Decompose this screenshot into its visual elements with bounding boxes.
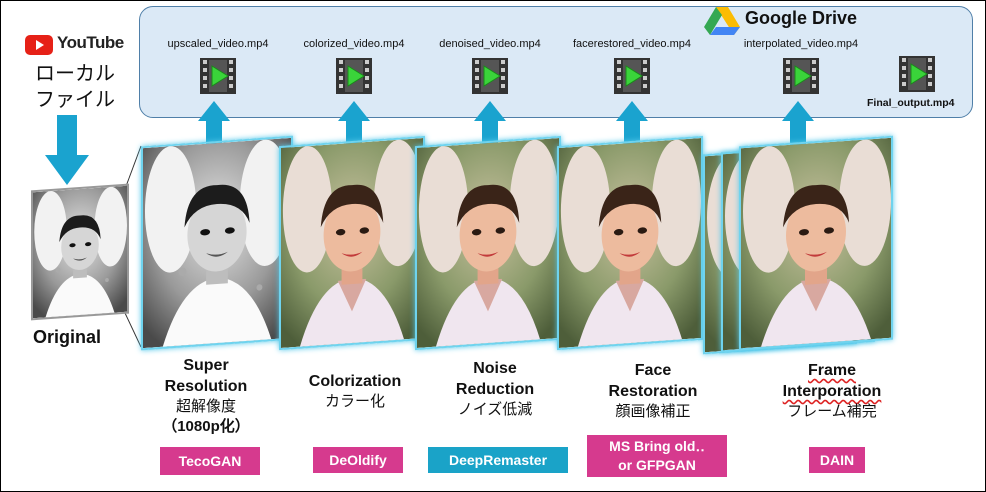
video-file-icon xyxy=(336,58,372,94)
tool-badge-deoldify: DeOldify xyxy=(313,447,403,473)
video-file-icon xyxy=(614,58,650,94)
local-file-text: ローカル ファイル xyxy=(35,63,115,111)
frame-super-resolution xyxy=(141,135,293,351)
step-subtitle: ノイズ低減 xyxy=(457,401,533,418)
google-drive-icon xyxy=(704,7,740,35)
file-name: interpolated_video.mp4 xyxy=(743,38,859,50)
step-subtitle-extra: （1080p化） xyxy=(162,418,250,435)
step-colorization: Colorization カラー化 xyxy=(285,371,425,412)
file-denoised[interactable]: denoised_video.mp4 xyxy=(425,38,555,94)
tool-badge-dain: DAIN xyxy=(809,447,865,473)
video-file-icon xyxy=(472,58,508,94)
step-title: Noise Reduction xyxy=(455,360,535,398)
step-subtitle: 超解像度 xyxy=(175,398,236,415)
frame-noise-reduction xyxy=(415,135,561,351)
tool-badge-ms-bring-old-or-gfpgan: MS Bring old‥ or GFPGAN xyxy=(587,435,727,477)
file-name: facerestored_video.mp4 xyxy=(572,38,691,50)
down-arrow-icon xyxy=(45,115,89,185)
step-super-resolution: Super Resolution 超解像度 （1080p化） xyxy=(141,355,271,437)
step-noise-reduction: Noise Reduction ノイズ低減 xyxy=(425,358,565,420)
local-file-label: ローカル ファイル xyxy=(35,61,115,113)
final-output-name: Final_output.mp4 xyxy=(867,97,955,109)
step-face-restoration: Face Restoration 顔画像補正 xyxy=(583,360,723,422)
file-colorized[interactable]: colorized_video.mp4 xyxy=(289,38,419,94)
google-drive-panel xyxy=(139,6,973,118)
original-label: Original xyxy=(33,327,102,347)
frame-colorization xyxy=(279,135,425,351)
file-name: denoised_video.mp4 xyxy=(439,38,541,50)
step-title: Colorization xyxy=(308,373,402,390)
tool-badge-tecogan: TecoGAN xyxy=(160,447,260,475)
video-file-icon xyxy=(783,58,819,94)
youtube-wordmark: YouTube xyxy=(57,33,124,52)
step-subtitle: フレーム補完 xyxy=(787,403,877,420)
step-subtitle: カラー化 xyxy=(324,393,385,410)
frame-interpolation xyxy=(739,135,893,351)
file-name: colorized_video.mp4 xyxy=(303,38,405,50)
original-thumbnail xyxy=(31,183,129,321)
file-upscaled[interactable]: upscaled_video.mp4 xyxy=(153,38,283,94)
final-video-file-icon[interactable] xyxy=(899,56,935,92)
google-drive-title: Google Drive xyxy=(745,8,858,28)
file-interpolated[interactable]: interpolated_video.mp4 xyxy=(736,38,866,94)
step-title: Super Resolution xyxy=(164,357,248,395)
youtube-icon xyxy=(25,35,53,55)
file-name: upscaled_video.mp4 xyxy=(167,38,269,50)
step-frame-interpolation: Frame Interporation フレーム補完 xyxy=(757,360,907,422)
file-facerestored[interactable]: facerestored_video.mp4 xyxy=(567,38,697,94)
tool-badge-deepremaster: DeepRemaster xyxy=(428,447,568,473)
step-subtitle: 顔画像補正 xyxy=(615,403,691,420)
video-file-icon xyxy=(200,58,236,94)
frame-face-restoration xyxy=(557,135,703,351)
step-title: Face Restoration xyxy=(608,362,698,400)
step-title: Frame Interporation xyxy=(782,362,882,400)
